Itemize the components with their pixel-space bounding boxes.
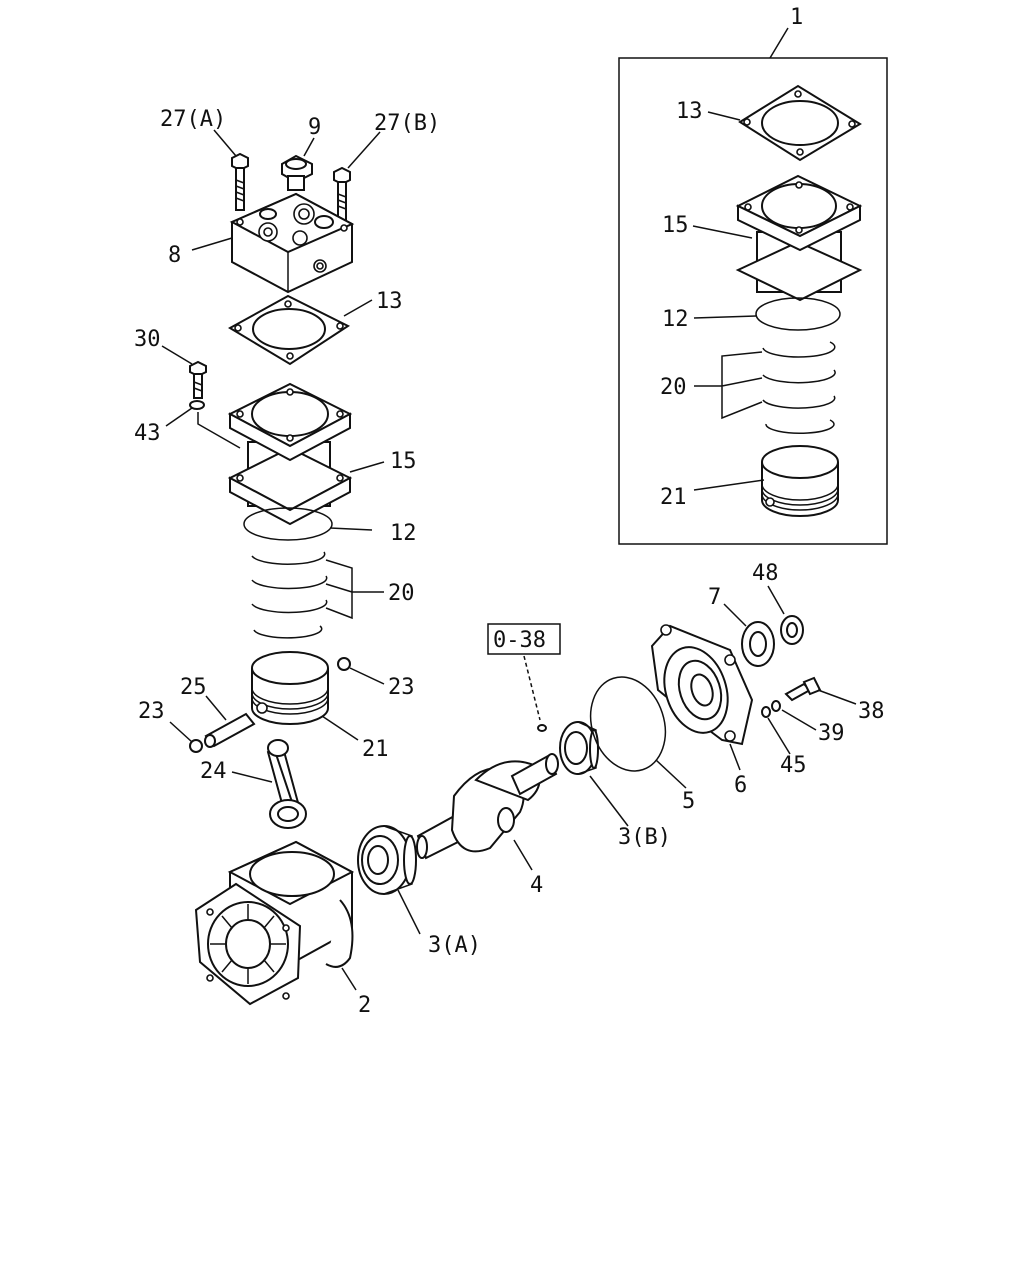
kit-piston (761, 445, 839, 517)
callout-38: 38 (858, 699, 885, 724)
callout-8: 8 (168, 243, 181, 268)
callout-13: 13 (376, 289, 403, 314)
key-0-38 (537, 724, 547, 732)
kit-cylinder (735, 174, 863, 302)
washer-39 (771, 700, 781, 712)
callout-48: 48 (752, 561, 779, 586)
callout-39: 39 (818, 721, 845, 746)
ring-48 (780, 615, 804, 645)
piston-21 (251, 651, 329, 725)
callout-9: 9 (308, 115, 321, 140)
snap-ring-23-right (337, 657, 351, 671)
snap-ring-23-left (189, 739, 203, 753)
washer-43 (189, 400, 205, 410)
kit-box (618, 27, 888, 545)
piston-pin-25 (204, 712, 256, 748)
callout-0-38: 0-38 (493, 628, 546, 653)
callout-25: 25 (180, 675, 207, 700)
plug-9 (281, 154, 313, 191)
o-ring-5 (589, 676, 667, 772)
callout-3a: 3(A) (428, 933, 481, 958)
cylinder-15 (227, 382, 353, 526)
bearing-3a (357, 825, 417, 895)
bolt-27a (231, 152, 249, 211)
callout-20: 20 (388, 581, 415, 606)
gasket-13 (227, 294, 351, 366)
callout-30: 30 (134, 327, 161, 352)
piston-rings-20 (251, 551, 328, 639)
callout-1: 1 (790, 5, 803, 30)
callout-27a: 27(A) (160, 107, 226, 132)
kit-piston-rings (762, 341, 836, 434)
washer-45 (761, 706, 771, 718)
bearing-3b (559, 721, 599, 775)
callout-3b: 3(B) (618, 825, 671, 850)
cover-6 (650, 624, 754, 746)
callout-20-kit: 20 (660, 375, 687, 400)
bolt-27b (333, 166, 351, 223)
kit-gasket (738, 84, 862, 162)
callout-4: 4 (530, 873, 543, 898)
o-ring-12 (243, 507, 333, 541)
callout-12: 12 (390, 521, 417, 546)
callout-21: 21 (362, 737, 389, 762)
callout-6: 6 (734, 773, 747, 798)
callout-23-left: 23 (138, 699, 165, 724)
connecting-rod-24 (266, 739, 307, 829)
callout-2: 2 (358, 993, 371, 1018)
callout-15-kit: 15 (662, 213, 689, 238)
callout-13-kit: 13 (676, 99, 703, 124)
callout-5: 5 (682, 789, 695, 814)
callout-23-right: 23 (388, 675, 415, 700)
callout-0-38-box (487, 623, 561, 655)
bolt-38 (784, 676, 822, 702)
crankcase-2 (194, 840, 355, 1006)
callout-45: 45 (780, 753, 807, 778)
callout-12-kit: 12 (662, 307, 689, 332)
callout-15: 15 (390, 449, 417, 474)
bolt-30 (189, 360, 207, 399)
callout-27b: 27(B) (374, 111, 440, 136)
callout-7: 7 (708, 585, 721, 610)
seal-7 (741, 621, 775, 667)
kit-o-ring (755, 297, 841, 331)
callout-21-kit: 21 (660, 485, 687, 510)
callout-24: 24 (200, 759, 227, 784)
callout-43: 43 (134, 421, 161, 446)
crankshaft-4 (416, 753, 559, 860)
cylinder-head-8 (229, 192, 355, 294)
